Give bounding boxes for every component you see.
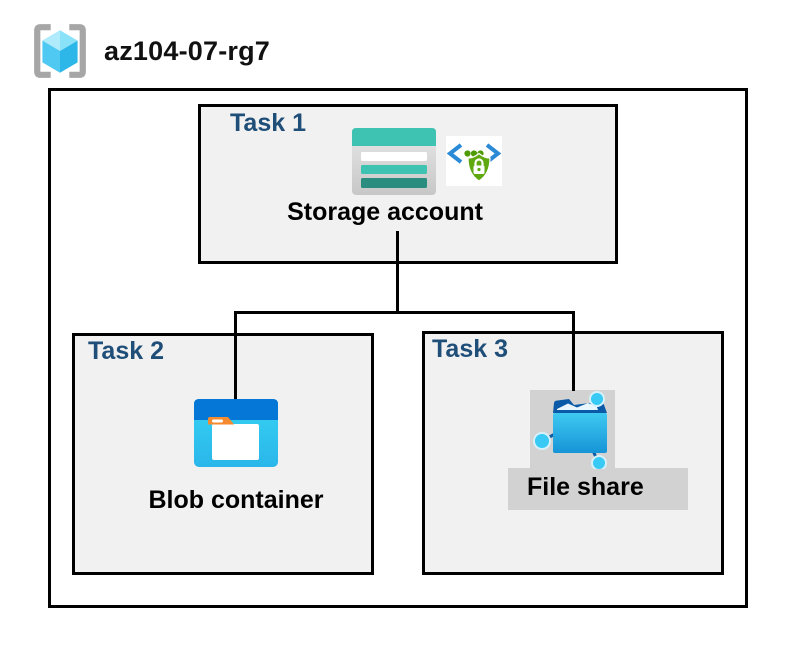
file-share-caption: File share bbox=[527, 473, 644, 501]
file-share-icon bbox=[533, 391, 607, 469]
connector-storage-stem bbox=[396, 231, 399, 312]
storage-account-icon bbox=[352, 128, 436, 195]
diagram-title: az104-07-rg7 bbox=[104, 36, 270, 66]
blob-container-icon bbox=[194, 399, 278, 467]
resource-group-icon bbox=[34, 24, 86, 78]
storage-account-caption: Storage account bbox=[287, 198, 483, 226]
task1-label: Task 1 bbox=[230, 109, 306, 137]
connector-to-fileshare bbox=[572, 311, 575, 391]
task3-label: Task 3 bbox=[432, 335, 508, 363]
connector-branch bbox=[234, 311, 575, 314]
blob-container-caption: Blob container bbox=[148, 486, 324, 514]
file-share-caption-bg: File share bbox=[508, 468, 688, 510]
connector-to-blob bbox=[234, 311, 237, 400]
task2-label: Task 2 bbox=[88, 337, 164, 365]
secure-access-icon bbox=[446, 136, 502, 186]
